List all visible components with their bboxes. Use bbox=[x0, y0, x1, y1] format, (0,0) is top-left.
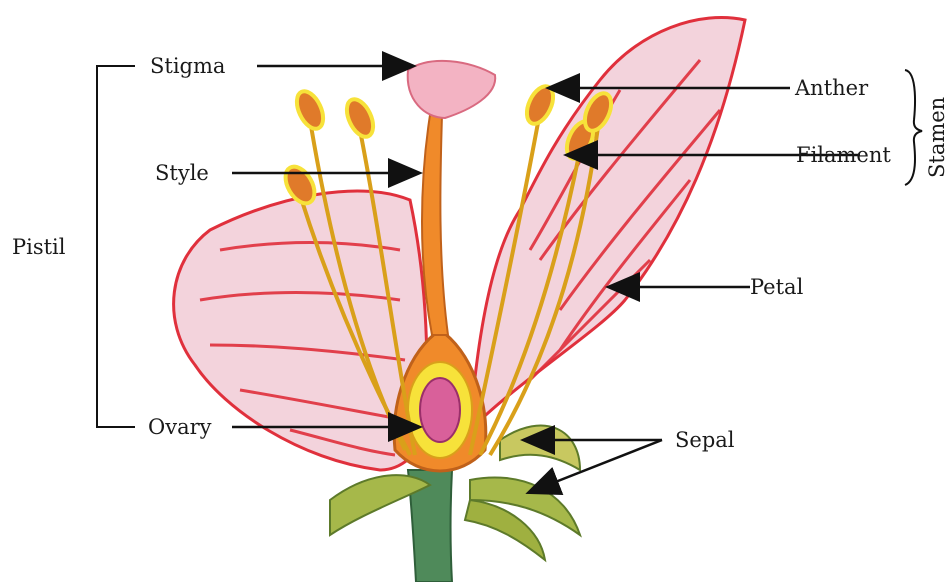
style-label: Style bbox=[155, 161, 209, 185]
stamen-brace bbox=[905, 70, 922, 185]
style bbox=[422, 115, 448, 335]
filament-label: Filament bbox=[796, 143, 891, 167]
ovary-label: Ovary bbox=[148, 415, 212, 439]
stamen-label: Stamen bbox=[925, 97, 949, 178]
anther-label: Anther bbox=[794, 76, 869, 100]
sepal-label: Sepal bbox=[675, 428, 735, 452]
petal-label: Petal bbox=[750, 275, 804, 299]
stigma bbox=[408, 61, 496, 118]
stigma-label: Stigma bbox=[150, 54, 225, 78]
right-petal bbox=[470, 18, 745, 431]
pistil-label: Pistil bbox=[12, 235, 66, 259]
pistil-bracket bbox=[97, 66, 135, 427]
